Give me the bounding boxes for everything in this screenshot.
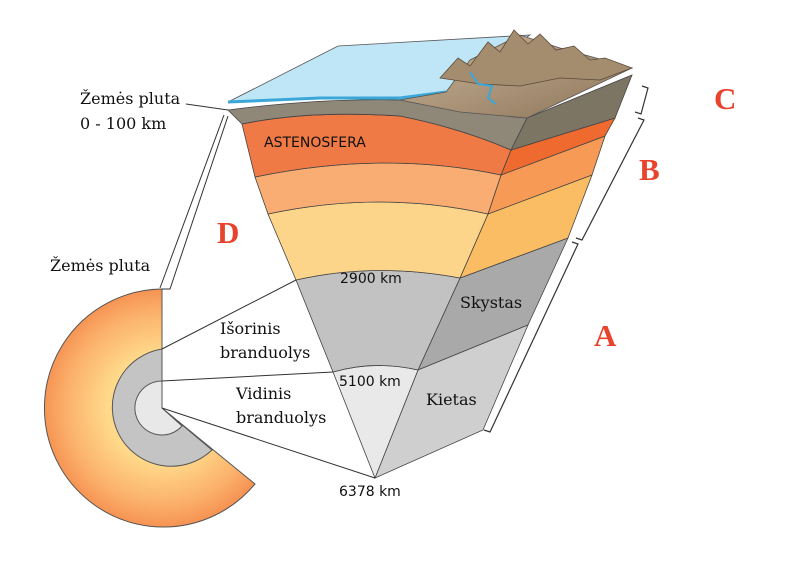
liquid-label: Skystas xyxy=(460,293,522,312)
solid-label: Kietas xyxy=(426,390,477,409)
bracket-C xyxy=(634,85,649,115)
connector-lines xyxy=(159,103,376,479)
ocean-edge xyxy=(227,90,447,104)
outer-core-connector xyxy=(161,279,297,350)
front-lower-mantle xyxy=(267,201,489,281)
depth-2900-label: 2900 km xyxy=(340,271,402,287)
bracket-A xyxy=(483,241,579,433)
depth-5100-label: 5100 km xyxy=(339,374,401,390)
globe-inner-core xyxy=(134,380,183,436)
inner-core-label-line1: Vidinis xyxy=(235,384,291,403)
asthenosphere-label: ASTENOSFERA xyxy=(264,135,366,151)
letter-B: B xyxy=(639,152,660,187)
letter-D: D xyxy=(217,215,239,250)
brackets xyxy=(483,85,649,433)
river xyxy=(469,71,497,105)
center-connector xyxy=(161,407,376,479)
crust-label: Žemės pluta xyxy=(80,88,181,108)
letter-C: C xyxy=(714,81,736,116)
inner-core-connector xyxy=(161,371,334,382)
inner-core-label-line2: branduolys xyxy=(236,408,326,427)
crust-connector xyxy=(162,115,229,290)
depth-6378-label: 6378 km xyxy=(339,484,401,500)
globe-outer-core xyxy=(111,348,213,467)
wedge-top-surface xyxy=(227,29,634,119)
mountains xyxy=(439,29,634,87)
crust-depth-label: 0 - 100 km xyxy=(80,114,166,133)
bracket-B xyxy=(575,117,645,241)
crust-label-small: Žemės pluta xyxy=(50,255,151,275)
wedge-front-face xyxy=(227,99,528,480)
crust-connector-2 xyxy=(159,114,225,289)
outer-core-label-line1: Išorinis xyxy=(220,319,281,338)
letter-A: A xyxy=(594,318,617,353)
cutaway-globe xyxy=(43,288,256,528)
outer-core-label-line2: branduolys xyxy=(220,343,310,362)
crust-label-leader xyxy=(185,103,229,111)
